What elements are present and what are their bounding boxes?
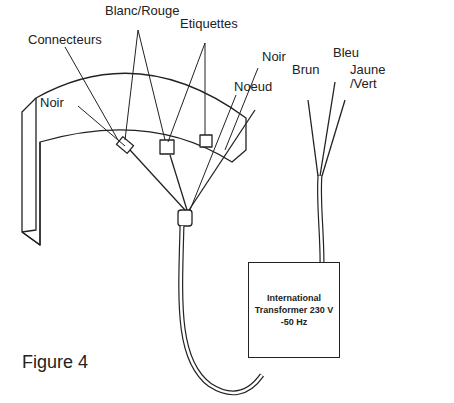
figure-caption: Figure 4 bbox=[22, 352, 88, 373]
leader-line bbox=[65, 47, 118, 140]
leader-line bbox=[168, 43, 205, 142]
connector bbox=[160, 140, 174, 154]
leader-line bbox=[125, 30, 138, 140]
wire-white-red bbox=[170, 155, 187, 210]
supply-cable bbox=[319, 175, 322, 262]
leader-line bbox=[190, 95, 236, 210]
part-label: Noir bbox=[262, 50, 286, 64]
part-label: Bleu bbox=[333, 46, 359, 60]
part-label: Brun bbox=[292, 63, 319, 77]
wire-black bbox=[130, 150, 185, 210]
wire-blue bbox=[320, 82, 335, 176]
part-label: Jaune /Vert bbox=[350, 63, 390, 92]
supply-cable bbox=[319, 175, 322, 262]
transformer-box: International Transformer 230 V -50 Hz bbox=[248, 262, 340, 358]
tag bbox=[200, 135, 212, 147]
panel-edge bbox=[22, 142, 40, 245]
panel-edge bbox=[22, 98, 36, 232]
wire-brown bbox=[308, 100, 318, 176]
panel bbox=[22, 73, 246, 245]
part-label: Noeud bbox=[234, 80, 272, 94]
part-label: Noir bbox=[40, 96, 64, 110]
leader-line bbox=[78, 106, 125, 146]
leader-line bbox=[205, 43, 206, 135]
knot bbox=[178, 210, 192, 226]
leader-line bbox=[138, 30, 165, 140]
box-text: International Transformer 230 V -50 Hz bbox=[249, 288, 339, 332]
wire-yellow-green bbox=[322, 100, 345, 176]
part-label: Etiquettes bbox=[180, 17, 238, 31]
wire-black bbox=[189, 110, 255, 210]
part-label: Blanc/Rouge bbox=[105, 4, 179, 18]
part-label: Connecteurs bbox=[28, 33, 102, 47]
